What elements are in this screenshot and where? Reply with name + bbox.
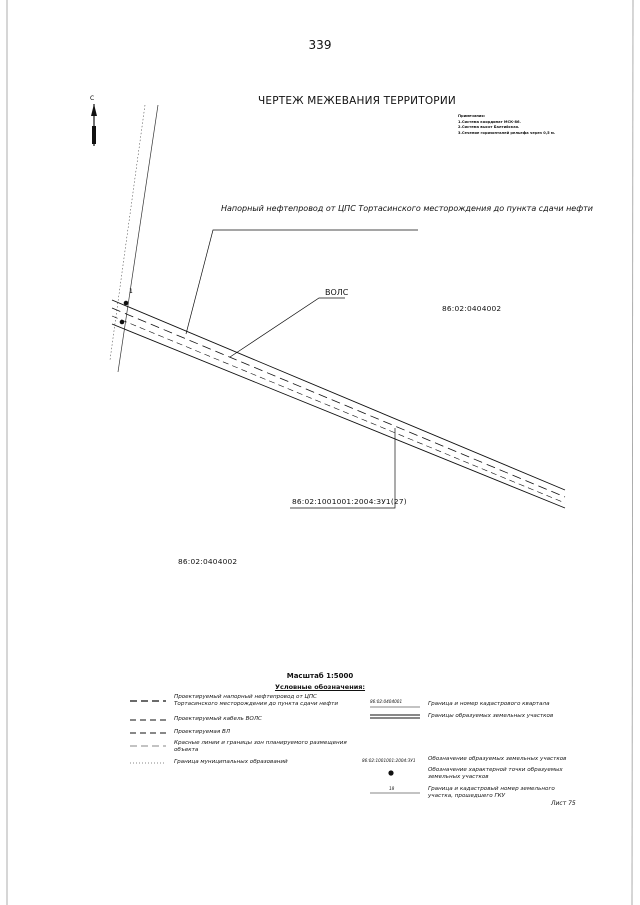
legend-code-parcel: 86:02:1001001:2004:ЗУ1 [362, 758, 416, 763]
scale-label: Масштаб 1:5000 [286, 672, 354, 680]
drawing-title: ЧЕРТЕЖ МЕЖЕВАНИЯ ТЕРРИТОРИИ [258, 95, 456, 107]
page-number: 339 [308, 38, 332, 52]
legend-item-pipeline: Проектируемый напорный нефтепровод от ЦП… [174, 694, 339, 707]
characteristic-point [119, 319, 125, 325]
pipeline-line [111, 307, 566, 498]
fiber-label: ВОЛС [325, 288, 349, 297]
sheet-label: Лист 75 [551, 800, 576, 807]
pipeline-label: Напорный нефтепровод от ЦПС Тортасинског… [221, 204, 593, 213]
corridor-boundary-lower [111, 323, 566, 509]
legend-item-power-line: Проектируемая ВЛ [174, 729, 231, 735]
municipal-border [117, 104, 159, 373]
characteristic-point [123, 300, 129, 306]
legend-code-registered: 18 [389, 786, 395, 791]
parcel-label: 86:02:1001001:2004:ЗУ1(27) [292, 497, 407, 506]
legend-code-quarter: 86:02:0404001 [370, 699, 403, 704]
legend-item-red-lines: Красные линии и границы зон планируемого… [174, 740, 347, 753]
quarter-number-bottom: 86:02:0404002 [178, 557, 238, 566]
note-item: 1.Система координат МСК-86. [458, 119, 521, 124]
legend-item-municipal: Граница муниципальных образований [174, 759, 288, 765]
north-arrow-icon [91, 104, 97, 146]
notes-heading: Примечания: [458, 114, 486, 118]
legend-item-characteristic-point: Обозначение характерной точки образуемых… [428, 767, 563, 780]
legend-item-quarter: Граница и номер кадастрового квартала [428, 701, 550, 707]
quarter-number-top: 86:02:0404002 [442, 304, 502, 313]
pipeline-leader [185, 229, 418, 335]
fiber-leader [229, 297, 345, 358]
north-label: С [90, 95, 94, 102]
legend-heading: Условные обозначения: [274, 683, 366, 691]
legend-symbol-point [388, 770, 394, 776]
legend-item-parcel-designation: Обозначение образуемых земельных участко… [428, 756, 567, 762]
note-item: 2.Система высот Балтийская. [458, 125, 520, 130]
point-label: 1 [129, 288, 133, 295]
note-item: 3.Сечение горизонталей рельефа через 0,5… [458, 130, 556, 135]
legend-item-fiber: Проектируемый кабель ВОЛС [174, 716, 262, 722]
corridor-boundary-upper [111, 299, 566, 491]
legend-item-parcels: Границы образуемых земельных участков [428, 713, 554, 719]
parcel-leader [290, 428, 396, 509]
notes-block: Примечания: 1.Система координат МСК-86. … [458, 114, 555, 136]
legend-item-registered: Граница и кадастровый номер земельного у… [428, 786, 555, 799]
fiber-line [111, 315, 566, 504]
